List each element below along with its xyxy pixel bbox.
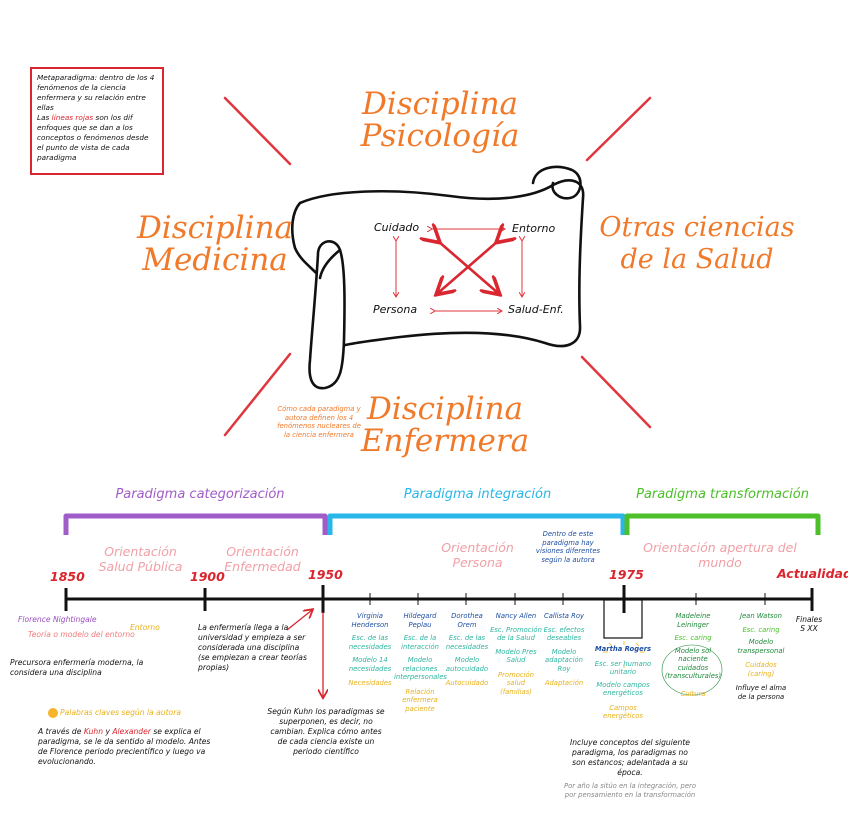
paradigm-transformacion-label: Paradigma transformación bbox=[636, 487, 809, 502]
node-persona: Persona bbox=[373, 303, 418, 316]
author-roy: Callista Roy Esc. efectos deseables Mode… bbox=[543, 612, 585, 687]
author-leininger: Madeleine Leininger Esc. caring Modelo s… bbox=[664, 612, 722, 698]
rogers-note: Incluye conceptos del siguiente paradigm… bbox=[570, 738, 690, 777]
nightingale-name: Florence Nightingale bbox=[18, 615, 97, 624]
bracket-integracion bbox=[327, 513, 626, 535]
integration-note: Dentro de este paradigma hay visiones di… bbox=[535, 530, 601, 564]
metaparadigm-note: Las líneas rojas son los dif enfoques qu… bbox=[37, 113, 149, 162]
year-actualidad: Actualidad bbox=[777, 566, 848, 581]
author-watson: Jean Watson Esc. caring Modelo transpers… bbox=[735, 612, 787, 701]
nightingale-note: Precursora enfermería moderna, la consid… bbox=[10, 658, 144, 677]
orientation-salud-publica: Orientación Salud Pública bbox=[98, 544, 183, 574]
bracket-transformacion bbox=[624, 513, 821, 535]
university-note: La enfermería llega a la universidad y e… bbox=[198, 623, 307, 672]
node-entorno: Entorno bbox=[512, 222, 556, 235]
rogers-note2: Por año la sitúo en la integración, pero… bbox=[564, 782, 696, 799]
leininger-oval bbox=[661, 644, 723, 696]
rogers-box bbox=[603, 599, 643, 639]
kuhn-note: Según Kuhn los paradigmas se superponen,… bbox=[267, 707, 385, 756]
sun-bullet-icon bbox=[48, 708, 58, 718]
nightingale-theory: Teoría o modelo del entorno bbox=[28, 630, 135, 639]
metaparadigm-text: Metaparadigma: dentro de los 4 fenómenos… bbox=[37, 73, 155, 112]
year-1850: 1850 bbox=[50, 569, 85, 584]
orientation-apertura: Orientación apertura del mundo bbox=[643, 540, 797, 570]
node-salud: Salud-Enf. bbox=[508, 303, 564, 316]
paradigm-categorizacion-label: Paradigma categorización bbox=[115, 487, 285, 502]
keywords-text: A través de Kuhn y Alexander se explica … bbox=[38, 727, 211, 766]
paradigm-integracion-label: Paradigma integración bbox=[403, 487, 552, 502]
finales-sxx: Finales S XX bbox=[795, 615, 823, 633]
nightingale-concept: Entorno bbox=[130, 623, 160, 632]
bracket-categorizacion bbox=[63, 513, 328, 535]
author-allen: Nancy Allen Esc. Promoción de la Salud M… bbox=[490, 612, 542, 696]
year-1975: 1975 bbox=[609, 567, 644, 582]
year-1950: 1950 bbox=[308, 567, 343, 582]
scroll-note: Cómo cada paradigma y autora definen los… bbox=[277, 405, 361, 439]
red-line-top-left bbox=[223, 96, 292, 166]
timeline-small-ticks bbox=[369, 593, 766, 605]
arrow-univ bbox=[286, 610, 312, 631]
author-orem: Dorothea Orem Esc. de las necesidades Mo… bbox=[445, 612, 489, 687]
timeline-ticks bbox=[64, 585, 814, 613]
orientation-persona: Orientación Persona bbox=[441, 540, 514, 570]
red-line-bottom-left bbox=[223, 352, 292, 437]
rogers-sun bbox=[603, 641, 645, 668]
orientation-enfermedad: Orientación Enfermedad bbox=[224, 544, 301, 574]
author-henderson: Virginia Henderson Esc. de las necesidad… bbox=[348, 612, 392, 687]
year-1900: 1900 bbox=[190, 569, 225, 584]
node-cuidado: Cuidado bbox=[374, 221, 420, 234]
metaparadigm-box: Metaparadigma: dentro de los 4 fenómenos… bbox=[30, 67, 164, 175]
red-line-top-right bbox=[585, 96, 652, 162]
author-peplau: Hildegard Peplau Esc. de la interacción … bbox=[394, 612, 447, 713]
cross-arrows bbox=[438, 241, 498, 293]
red-line-bottom-right bbox=[580, 355, 652, 429]
keywords-title: Palabras claves según la autora bbox=[60, 708, 181, 717]
scroll-shape bbox=[290, 165, 585, 390]
author-rogers: Martha Rogers Esc. ser humano unitario M… bbox=[594, 645, 652, 720]
